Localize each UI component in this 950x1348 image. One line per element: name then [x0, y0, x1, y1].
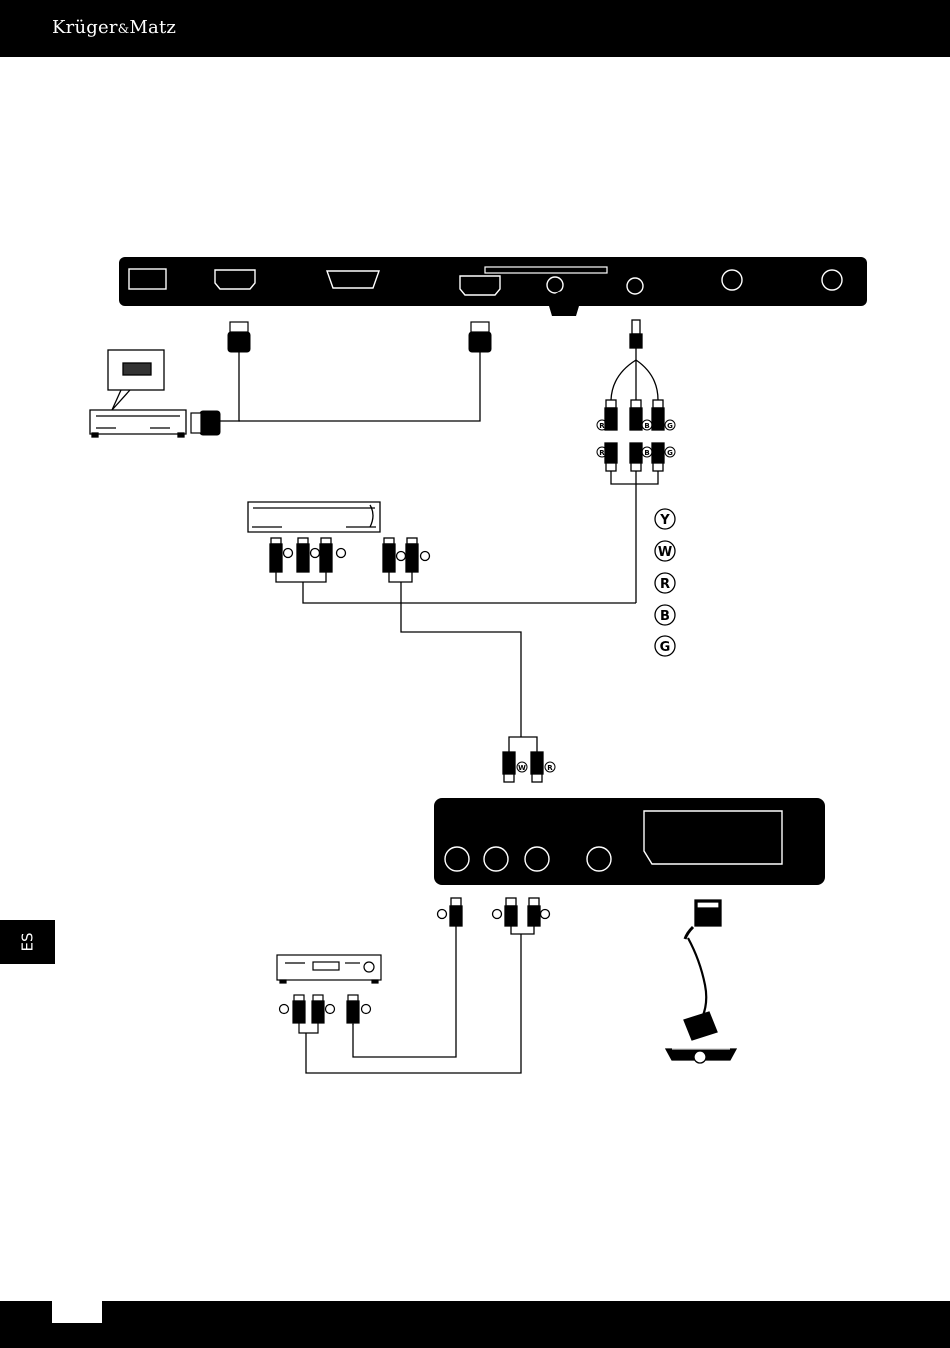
tv-rear-panel — [119, 257, 867, 316]
hdmi-source-device — [90, 350, 186, 437]
legend-r: R — [660, 577, 670, 592]
legend-b: B — [660, 609, 670, 624]
scart-cable — [666, 900, 736, 1063]
legend-g: G — [660, 640, 671, 655]
label-r-bottom: R — [599, 449, 605, 457]
label-b-bottom: B — [644, 449, 649, 457]
label-g-top: G — [667, 422, 673, 430]
component-splitter-cable — [605, 320, 664, 603]
hdmi-socket-icon — [123, 363, 151, 375]
component-source-device — [248, 502, 636, 737]
legend-w: W — [658, 545, 672, 560]
label-r-top: R — [599, 422, 605, 430]
audio-output-cables — [306, 898, 550, 1073]
legend-y: Y — [659, 513, 670, 528]
side-connector-panel — [434, 798, 825, 885]
svg-text:W: W — [518, 764, 526, 772]
audio-input-cable — [503, 737, 543, 782]
hdmi-cable — [191, 322, 491, 435]
label-b-top: B — [644, 422, 649, 430]
audio-receiver-device — [277, 955, 381, 1033]
label-g-bottom: G — [667, 449, 673, 457]
svg-text:R: R — [547, 764, 553, 772]
color-legend: Y W R B G — [655, 509, 675, 656]
